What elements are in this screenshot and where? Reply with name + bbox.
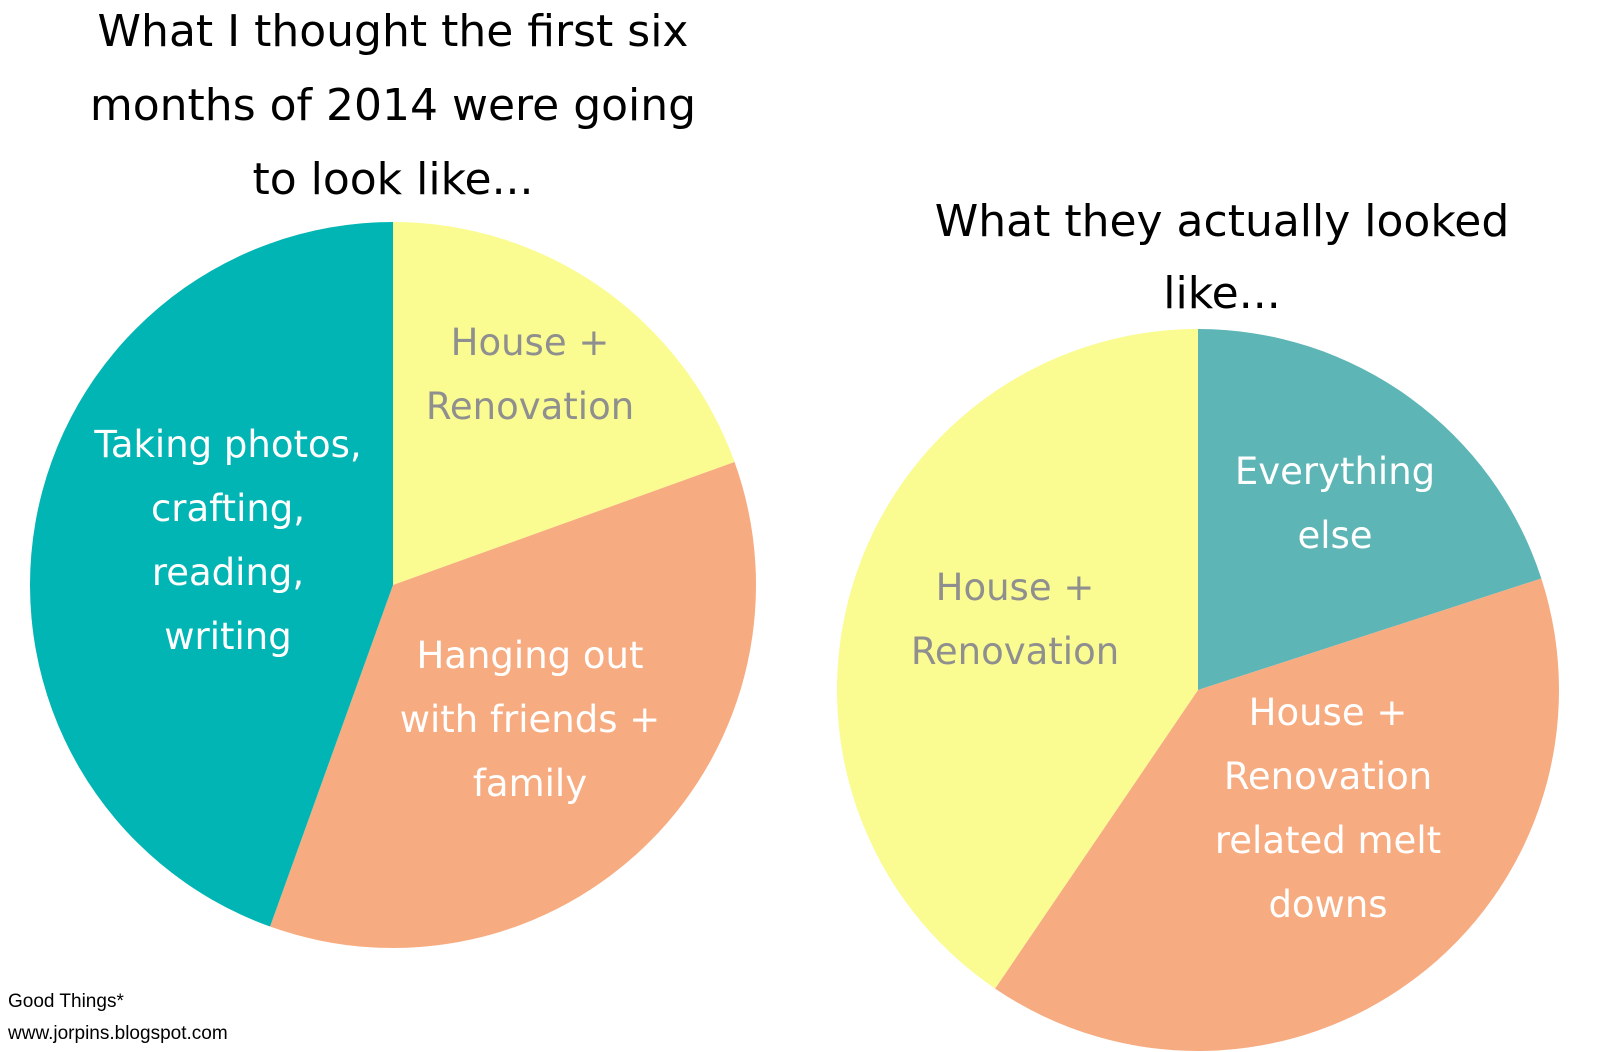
credit-url: www.jorpins.blogspot.com <box>8 1023 228 1044</box>
chart-2-slice-3-label: House +Renovation <box>911 566 1119 673</box>
chart-1-slice-3 <box>30 222 394 927</box>
chart-1-slice-2 <box>270 462 756 948</box>
chart-2-slice-3 <box>836 329 1198 989</box>
chart-2-slice-1 <box>1198 329 1542 690</box>
chart-1-slice-3-label: Taking photos,crafting,reading,writing <box>93 423 361 658</box>
chart-1-slice-1-label: House +Renovation <box>426 321 634 428</box>
chart-2-slice-2 <box>995 578 1560 1052</box>
credit-name: Good Things* <box>8 991 124 1012</box>
chart-1-slice-1 <box>393 222 735 585</box>
